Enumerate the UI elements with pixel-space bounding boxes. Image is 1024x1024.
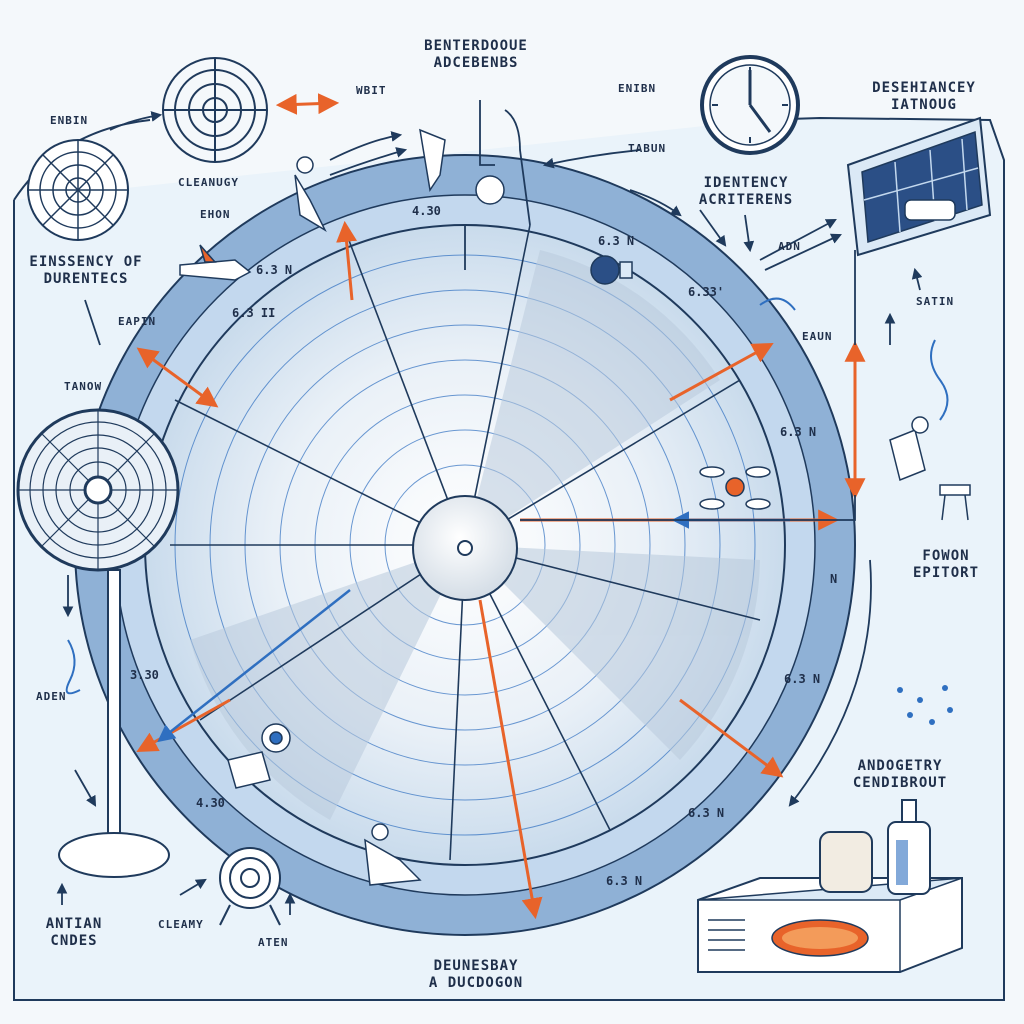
measurement-8: 4.30	[196, 796, 225, 810]
label-fowon-line2: EPITORT	[912, 565, 980, 581]
label-fowon-line1: FOWON	[922, 548, 970, 564]
label-tanow: TANOW	[64, 380, 103, 393]
clock-icon	[700, 55, 800, 155]
label-identency-line1: IDENTENCY	[703, 175, 789, 191]
label-enibn: ENIBN	[618, 82, 657, 95]
label-enbin: ENBIN	[50, 114, 89, 127]
measurement-3: 6.3 N	[256, 263, 293, 277]
measurement-6: 6.3 N	[780, 425, 817, 439]
water-drops-icon	[897, 685, 953, 725]
label-aden: ADEN	[36, 690, 67, 703]
fan-guard-top	[162, 57, 268, 163]
measurement-5: 6.33'	[688, 285, 725, 299]
squiggles	[65, 297, 949, 695]
label-andogetry: ANDOGETRY CENDIBROUT	[853, 758, 947, 792]
label-antian: ANTIAN CNDES	[46, 916, 103, 950]
label-bottom-line1: DEUNESBAY	[433, 958, 519, 974]
desk-fan-icon	[219, 847, 281, 926]
label-andogetry-line2: CENDIBROUT	[852, 775, 948, 791]
label-adn: ADN	[778, 240, 801, 253]
label-left-heading-line2: DURENTECS	[43, 271, 129, 287]
flow-arrows	[56, 100, 923, 915]
small-fan-icon	[261, 723, 291, 753]
measurement-11: 6.3 N	[606, 874, 643, 888]
window-panel	[846, 116, 992, 257]
airplane-icon	[179, 244, 252, 281]
pedestal-fan-icon	[16, 408, 180, 878]
measurement-9: 6.3 N	[784, 672, 821, 686]
label-top-center-line1: BENTERDOOUE	[424, 38, 528, 54]
label-cleanugy: CLEANUGY	[178, 176, 239, 189]
label-satin: SATIN	[916, 295, 955, 308]
label-eapin: EAPIN	[118, 315, 157, 328]
measurement-7: 3.30	[130, 668, 159, 682]
label-top-center-line2: ADCEBENBS	[433, 55, 519, 71]
label-top-right: DESEHIANCEY IATNOUG	[872, 80, 976, 114]
label-bottom: DEUNESBAY A DUCDOGON	[429, 958, 523, 992]
satellite-icon	[590, 255, 633, 285]
label-ehon: EHON	[200, 208, 231, 221]
label-top-right-line1: DESEHIANCEY	[872, 80, 976, 96]
label-eaun: EAUN	[802, 330, 833, 343]
hvac-unit-icon	[697, 799, 963, 973]
measurement-2: 6.3 N	[598, 234, 635, 248]
label-top-center: BENTERDOOUE ADCEBENBS	[424, 38, 528, 72]
measurement-12: N	[830, 572, 838, 586]
label-aten: ATEN	[258, 936, 289, 949]
label-cleamy: CLEAMY	[158, 918, 204, 931]
label-andogetry-line1: ANDOGETRY	[857, 758, 943, 774]
worker-figures	[227, 128, 971, 886]
label-wait: WBIT	[356, 84, 387, 97]
label-antian-line1: ANTIAN	[45, 916, 103, 932]
label-top-right-line2: IATNOUG	[890, 97, 957, 113]
measurement-4: 6.3 II	[232, 306, 276, 320]
measurement-1: 4.30	[412, 204, 441, 218]
label-left-heading-line1: EINSSENCY OF	[29, 254, 143, 270]
drone-icon	[699, 466, 771, 510]
measurement-10: 6.3 N	[688, 806, 725, 820]
label-tabun: TABUN	[628, 142, 667, 155]
label-identency: IDENTENCY ACRITERENS	[699, 175, 793, 209]
label-bottom-line2: A DUCDOGON	[428, 975, 524, 991]
label-fowon: FOWON EPITORT	[913, 548, 979, 582]
label-antian-line2: CNDES	[50, 933, 98, 949]
label-left-heading: EINSSENCY OF DURENTECS	[29, 254, 142, 288]
label-identency-line2: ACRITERENS	[698, 192, 794, 208]
